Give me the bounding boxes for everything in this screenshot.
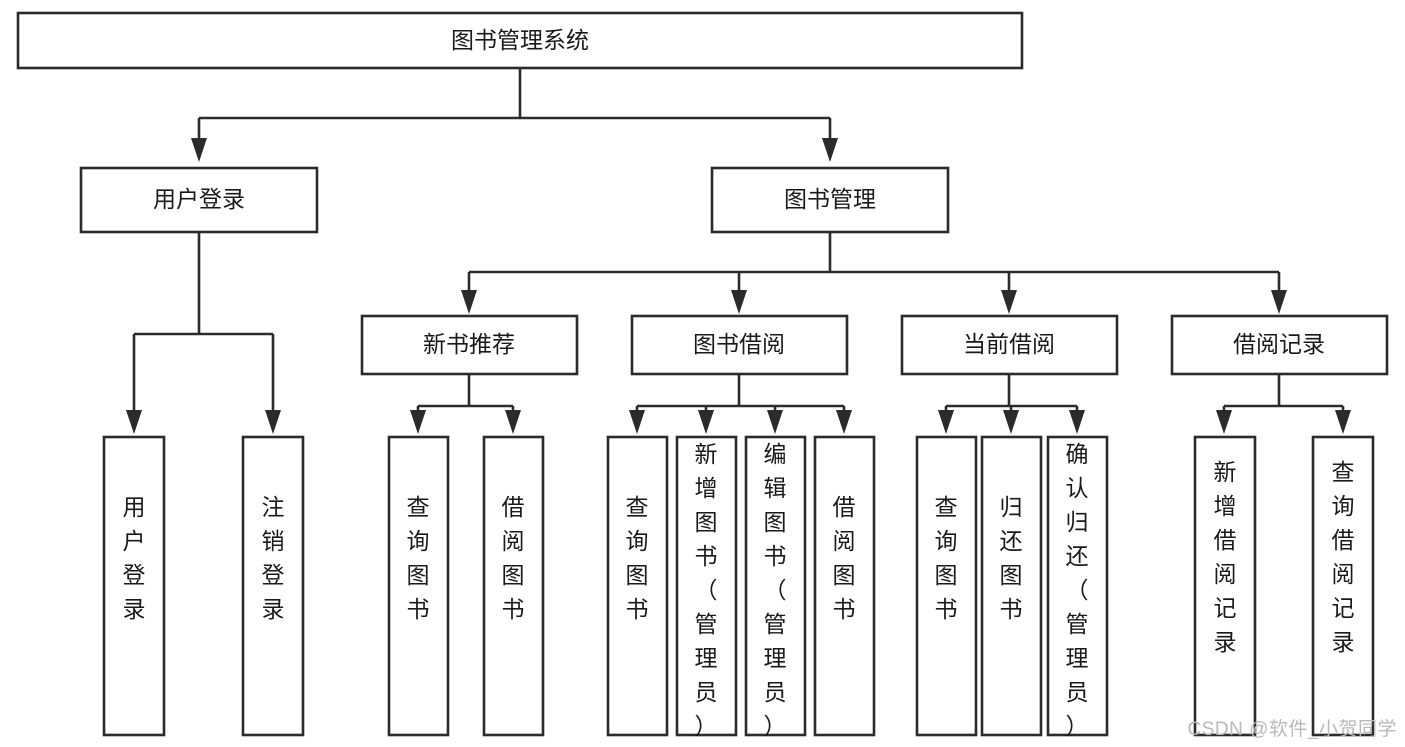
node-book-borrow-label: 图书借阅 — [693, 331, 785, 357]
node-leaf-query-book-2-box[interactable] — [606, 435, 669, 737]
node-leaf-query-book-3[interactable]: 查询图书 — [915, 435, 978, 737]
node-user-login-label: 用户登录 — [153, 186, 245, 212]
arrow-head-user-login — [191, 138, 207, 162]
arrow-head-current-borrow-leaf1 — [938, 410, 954, 434]
node-leaf-query-book-3-box[interactable] — [915, 435, 978, 737]
node-leaf-borrow-book-1-box[interactable] — [482, 435, 545, 737]
node-leaf-query-book-2[interactable]: 查询图书 — [606, 435, 669, 737]
node-leaf-borrow-book-2-box[interactable] — [813, 435, 876, 737]
node-root-book-management-system[interactable]: 图书管理系统 — [16, 11, 1024, 70]
arrow-head-user-login-leaf1 — [126, 410, 142, 434]
node-leaf-confirm-return-admin[interactable]: 确认归还（管理员） — [1046, 435, 1109, 739]
node-book-borrow[interactable]: 图书借阅 — [630, 314, 849, 376]
connector-root-to-level2 — [191, 68, 838, 162]
node-leaf-edit-book-admin-box[interactable] — [744, 435, 807, 737]
node-new-book-recommend-box[interactable] — [360, 314, 579, 376]
node-leaf-edit-book-admin[interactable]: 编辑图书（管理员） — [744, 435, 807, 739]
node-leaf-query-book-1-label: 查询图书 — [407, 494, 430, 622]
arrow-head-current-borrow-leaf3 — [1069, 410, 1085, 434]
node-current-borrow[interactable]: 当前借阅 — [900, 314, 1119, 376]
node-leaf-query-book-1-box[interactable] — [387, 435, 450, 737]
arrow-head-book-borrow-leaf2 — [698, 410, 714, 434]
node-leaf-user-login-box[interactable] — [102, 435, 166, 737]
connector-book-borrow-to-leaves — [629, 374, 852, 434]
connector-new-book-to-leaves — [410, 374, 521, 434]
arrow-head-new-book-leaf1 — [410, 410, 426, 434]
node-leaf-borrow-book-1-label: 借阅图书 — [502, 494, 525, 622]
node-new-book-recommend-label: 新书推荐 — [423, 331, 515, 357]
arrow-head-user-login-leaf2 — [265, 410, 281, 434]
node-leaf-borrow-book-1[interactable]: 借阅图书 — [482, 435, 545, 737]
arrow-head-book-manage — [822, 138, 838, 162]
node-root-box[interactable] — [16, 11, 1024, 70]
node-leaf-edit-book-admin-label: 编辑图书（管理员） — [764, 441, 787, 739]
node-leaf-add-book-admin-box[interactable] — [675, 435, 738, 737]
arrow-head-book-borrow-leaf4 — [836, 410, 852, 434]
node-leaf-add-borrow-record-label: 新增借阅记录 — [1214, 459, 1237, 655]
arrow-head-borrow-record-leaf2 — [1335, 410, 1351, 434]
node-leaf-query-book-2-label: 查询图书 — [626, 494, 649, 622]
node-new-book-recommend[interactable]: 新书推荐 — [360, 314, 579, 376]
node-leaf-user-login-label: 用户登录 — [123, 494, 146, 622]
node-leaf-add-book-admin-label: 新增图书（管理员） — [695, 441, 718, 739]
node-user-login[interactable]: 用户登录 — [79, 166, 319, 234]
node-leaf-borrow-book-2-label: 借阅图书 — [833, 494, 856, 622]
node-leaf-add-book-admin[interactable]: 新增图书（管理员） — [675, 435, 738, 739]
node-leaf-return-book-label: 归还图书 — [1000, 494, 1023, 622]
node-leaf-query-book-3-label: 查询图书 — [935, 494, 958, 622]
node-leaf-user-login[interactable]: 用户登录 — [102, 435, 166, 737]
node-leaf-logout-box[interactable] — [241, 435, 305, 737]
node-book-management-box[interactable] — [710, 166, 950, 234]
node-leaf-query-borrow-record-label: 查询借阅记录 — [1332, 459, 1355, 655]
node-leaf-confirm-return-admin-label: 确认归还（管理员） — [1066, 441, 1089, 739]
node-borrow-record-box[interactable] — [1170, 314, 1389, 376]
arrow-head-book-borrow-leaf3 — [767, 410, 783, 434]
arrow-head-book-borrow-leaf1 — [629, 410, 645, 434]
node-user-login-box[interactable] — [79, 166, 319, 234]
node-leaf-add-borrow-record[interactable]: 新增借阅记录 — [1193, 435, 1257, 737]
arrow-head-borrow-record-leaf1 — [1216, 410, 1232, 434]
node-leaf-logout-label: 注销登录 — [262, 494, 285, 622]
connector-user-login-to-leaves — [126, 232, 281, 434]
node-leaf-query-book-1[interactable]: 查询图书 — [387, 435, 450, 737]
node-book-management[interactable]: 图书管理 — [710, 166, 950, 234]
arrow-head-new-book-leaf2 — [505, 410, 521, 434]
node-book-borrow-box[interactable] — [630, 314, 849, 376]
connector-borrow-record-to-leaves — [1216, 374, 1351, 434]
node-root-label: 图书管理系统 — [451, 27, 589, 53]
node-borrow-record[interactable]: 借阅记录 — [1170, 314, 1389, 376]
arrow-head-current-borrow-leaf2 — [1003, 410, 1019, 434]
node-leaf-borrow-book-2[interactable]: 借阅图书 — [813, 435, 876, 737]
arrow-head-borrow-record — [1271, 290, 1287, 314]
node-book-management-label: 图书管理 — [784, 186, 876, 212]
arrow-head-new-book — [461, 290, 477, 314]
arrow-head-current-borrow — [1001, 290, 1017, 314]
node-leaf-add-borrow-record-box[interactable] — [1193, 435, 1257, 737]
node-current-borrow-box[interactable] — [900, 314, 1119, 376]
node-leaf-return-book[interactable]: 归还图书 — [980, 435, 1043, 737]
node-leaf-query-borrow-record-box[interactable] — [1311, 435, 1375, 737]
connector-current-borrow-to-leaves — [938, 374, 1085, 434]
node-leaf-return-book-box[interactable] — [980, 435, 1043, 737]
node-leaf-logout[interactable]: 注销登录 — [241, 435, 305, 737]
connector-book-manage-to-level3 — [461, 232, 1287, 314]
arrow-head-book-borrow — [731, 290, 747, 314]
node-leaf-query-borrow-record[interactable]: 查询借阅记录 — [1311, 435, 1375, 737]
node-leaf-confirm-return-admin-box[interactable] — [1046, 435, 1109, 737]
node-borrow-record-label: 借阅记录 — [1233, 331, 1325, 357]
node-current-borrow-label: 当前借阅 — [963, 331, 1055, 357]
